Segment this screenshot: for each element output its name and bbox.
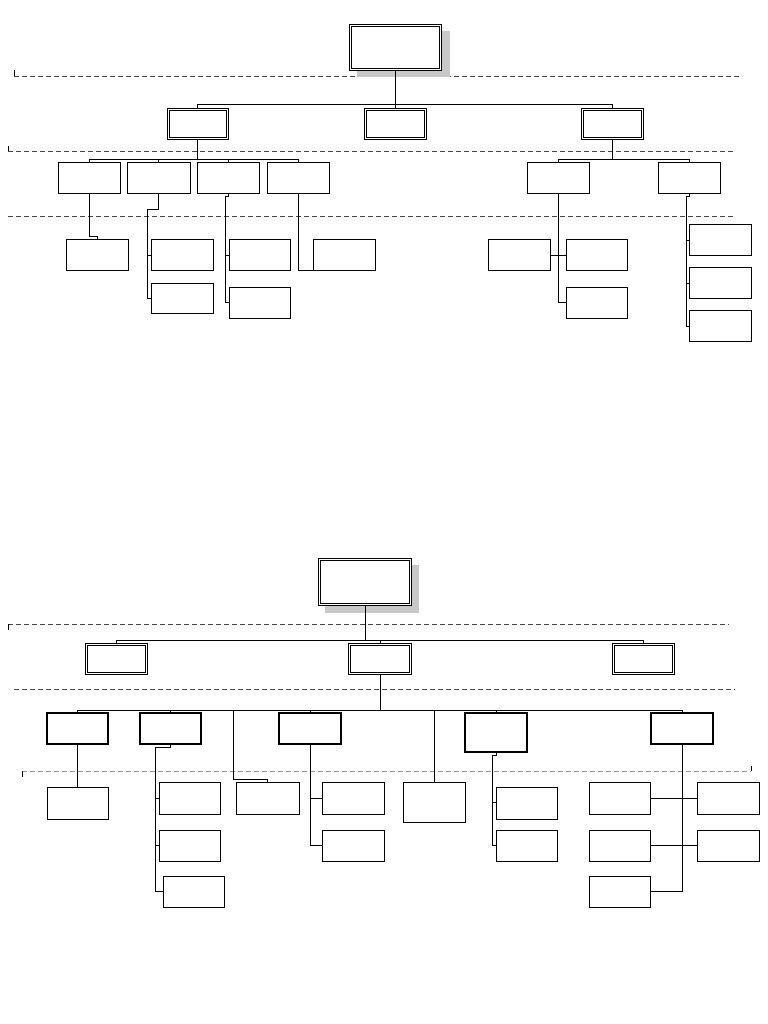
level3-box bbox=[139, 712, 202, 745]
level3-box bbox=[527, 162, 590, 194]
root-box bbox=[318, 558, 412, 606]
level4-box bbox=[322, 782, 385, 815]
level4-box bbox=[496, 830, 558, 862]
level3-box bbox=[650, 712, 714, 745]
level3-box bbox=[127, 162, 191, 194]
connector-line bbox=[650, 744, 683, 892]
level2-box bbox=[581, 108, 644, 140]
level4-box bbox=[697, 830, 760, 862]
level3-box bbox=[464, 712, 528, 753]
level4-box bbox=[47, 787, 109, 820]
level4-box bbox=[229, 239, 291, 271]
level4-box bbox=[589, 782, 651, 815]
level3-box bbox=[236, 782, 300, 815]
connector-line bbox=[310, 744, 322, 846]
connector-line bbox=[147, 193, 159, 299]
level4-box bbox=[322, 830, 385, 862]
level4-box bbox=[229, 287, 291, 319]
level4-box bbox=[496, 787, 558, 820]
connector-line bbox=[492, 752, 497, 846]
level4-box bbox=[589, 876, 651, 908]
level3-box bbox=[278, 712, 342, 745]
level2-box bbox=[612, 643, 675, 675]
level4-box bbox=[589, 830, 651, 862]
level4-box bbox=[697, 782, 760, 815]
connector-line bbox=[155, 744, 171, 892]
level4-box bbox=[689, 267, 752, 299]
connector-line bbox=[89, 193, 98, 239]
level4-box bbox=[488, 239, 551, 271]
level4-box bbox=[689, 310, 752, 342]
level4-box bbox=[313, 239, 376, 271]
level4-box bbox=[151, 239, 214, 271]
level4-box bbox=[159, 782, 221, 815]
connector-line bbox=[686, 193, 690, 327]
level3-box bbox=[658, 162, 721, 194]
level4-box bbox=[689, 224, 752, 256]
connector-line bbox=[233, 710, 268, 782]
level3-box bbox=[267, 162, 330, 194]
level2-box bbox=[364, 108, 427, 140]
level2-box bbox=[167, 108, 229, 140]
connector-line bbox=[298, 193, 313, 271]
root-box bbox=[349, 24, 442, 71]
level4-box bbox=[159, 830, 221, 862]
level3-box bbox=[197, 162, 260, 194]
level4-box bbox=[151, 283, 214, 314]
org-chart-bottom bbox=[8, 558, 760, 908]
connector-line bbox=[225, 193, 229, 303]
level4-box bbox=[566, 239, 628, 271]
level4-box bbox=[66, 239, 129, 271]
level3-box bbox=[403, 782, 466, 823]
org-chart-top bbox=[8, 24, 752, 342]
level3-box bbox=[46, 712, 109, 745]
level4-box bbox=[163, 876, 225, 908]
level3-box bbox=[58, 162, 121, 194]
level2-box bbox=[85, 643, 148, 675]
level4-box bbox=[566, 287, 628, 319]
level2-box bbox=[348, 643, 412, 675]
